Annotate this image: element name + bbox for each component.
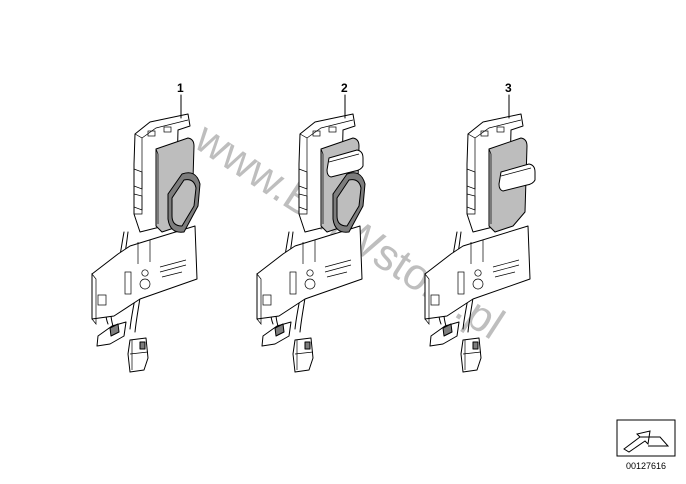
part-number-3: 3: [505, 81, 512, 95]
part-number-2: 2: [341, 81, 348, 95]
part-1: [91, 113, 201, 373]
part-number-1: 1: [177, 81, 184, 95]
document-number: 00127616: [625, 461, 667, 471]
reference-arrow-icon: [616, 419, 676, 457]
